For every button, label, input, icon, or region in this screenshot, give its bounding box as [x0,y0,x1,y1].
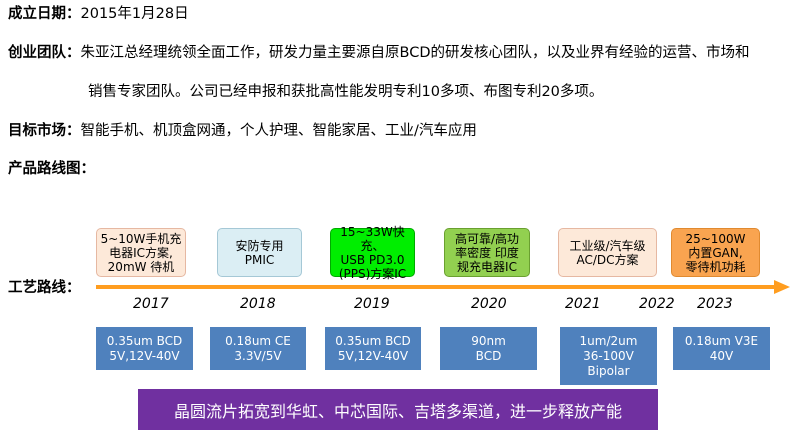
process-box-3: 0.35um BCD 5V,12V-40V [325,327,421,370]
stage-box-2: 安防专用 PMIC [217,228,302,277]
founded-label: 成立日期： [8,6,81,22]
stage-box-3: 15~33W快充、 USB PD3.0 (PPS)方案IC [330,225,415,281]
process-title: 工艺路线： [8,280,81,296]
year-2022: 2022 [639,296,675,312]
capacity-banner: 晶圆流片拓宽到华虹、中芯国际、吉塔多渠道，进一步释放产能 [138,389,658,430]
year-2018: 2018 [240,296,276,312]
process-box-5: 1um/2um 36-100V Bipolar [560,327,657,385]
process-box-6: 0.18um V3E 40V [673,327,770,370]
market-value: 智能手机、机顶盒网通，个人护理、智能家居、工业/汽车应用 [80,123,477,139]
process-box-4: 90nm BCD [440,327,537,370]
stage-box-5: 工业级/汽车级 AC/DC方案 [558,228,657,277]
roadmap-title: 产品路线图： [8,161,95,177]
team-label: 创业团队： [8,45,81,61]
team-line1: 朱亚江总经理统领全面工作，研发力量主要源自原BCD的研发核心团队，以及业界有经验… [80,45,750,61]
process-box-2: 0.18um CE 3.3V/5V [210,327,306,370]
founded-value: 2015年1月28日 [80,6,189,22]
year-2021: 2021 [565,296,601,312]
stage-box-1: 5~10W手机充 电器IC方案, 20mW 待机 [96,228,186,277]
stage-box-4: 高可靠/高功 率密度 印度 规充电器IC [444,228,530,277]
year-2020: 2020 [471,296,507,312]
market-label: 目标市场： [8,123,81,139]
team-row: 创业团队：朱亚江总经理统领全面工作，研发力量主要源自原BCD的研发核心团队，以及… [8,41,749,62]
timeline-arrow [96,280,790,294]
process-box-1: 0.35um BCD 5V,12V-40V [96,327,193,370]
market-row: 目标市场：智能手机、机顶盒网通，个人护理、智能家居、工业/汽车应用 [8,119,477,140]
stage-box-6: 25~100W 内置GAN, 零待机功耗 [671,228,760,277]
year-2019: 2019 [354,296,390,312]
year-2023: 2023 [697,296,733,312]
team-line2: 销售专家团队。公司已经申报和获批高性能发明专利10多项、布图专利20多项。 [88,84,604,100]
year-2017: 2017 [133,296,169,312]
founded-row: 成立日期：2015年1月28日 [8,2,189,23]
